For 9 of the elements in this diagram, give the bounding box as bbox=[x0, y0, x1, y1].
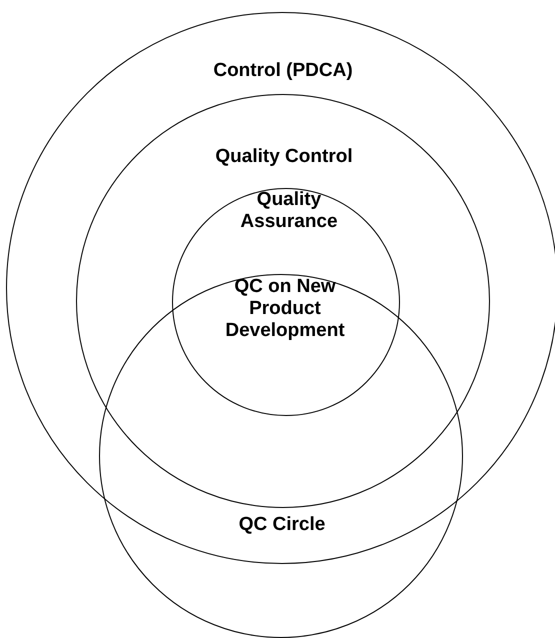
circle-label: Quality Assurance bbox=[239, 189, 339, 233]
overlap-label: QC on New Product Development bbox=[224, 276, 346, 342]
circle-label: Quality Control bbox=[214, 146, 354, 168]
venn-circle bbox=[99, 274, 463, 638]
circle-label: Control (PDCA) bbox=[212, 60, 354, 82]
venn-circle bbox=[172, 188, 400, 416]
circle-label: QC Circle bbox=[238, 514, 326, 536]
venn-circle bbox=[76, 94, 490, 508]
venn-circle bbox=[6, 12, 555, 564]
